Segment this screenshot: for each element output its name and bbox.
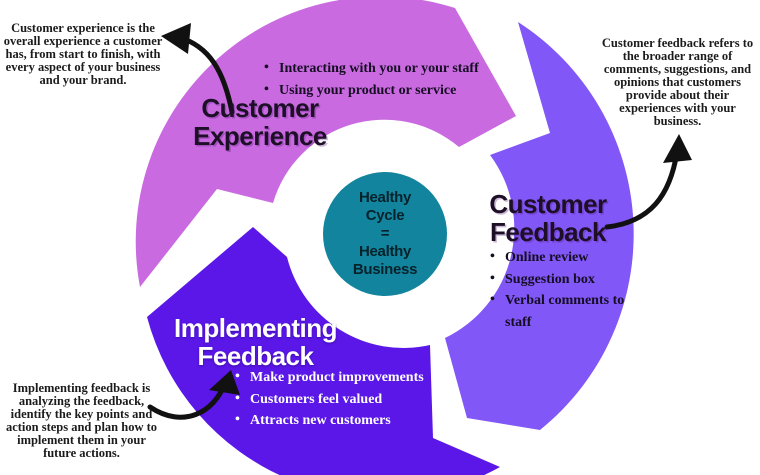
- center-line: Healthy: [358, 243, 412, 260]
- customer-experience-note: Customer experience is the overall exper…: [3, 21, 163, 87]
- arrow-to-implementing-title: [147, 380, 228, 420]
- arrow-to-feedback-note: [604, 149, 680, 230]
- customer-feedback-note: Customer feedback refers to the broader …: [601, 36, 754, 128]
- bullet-item: Attracts new customers: [233, 409, 468, 432]
- customer-experience-title: Customer Experience: [193, 93, 327, 152]
- customer-feedback-bullets: Online review Suggestion box Verbal comm…: [488, 246, 640, 334]
- center-line: =: [380, 225, 390, 242]
- center-line: Business: [352, 261, 418, 278]
- bullet-item: Interacting with you or your staff: [262, 57, 502, 80]
- center-circle-label: Healthy Cycle = Healthy Business: [325, 178, 445, 290]
- customer-experience-bullets: Interacting with you or your staff Using…: [262, 57, 502, 102]
- center-circle: [323, 172, 447, 296]
- bullet-item: Make product improvements: [233, 366, 468, 389]
- center-line: Cycle: [365, 207, 405, 224]
- implementing-feedback-bullets: Make product improvements Customers feel…: [233, 366, 468, 432]
- arrowhead-experience-note: [161, 23, 191, 54]
- center-line: Healthy: [358, 189, 412, 206]
- bullet-item: Customers feel valued: [233, 388, 468, 411]
- bullet-item: Verbal comments to staff: [488, 289, 640, 333]
- implementing-feedback-note: Implementing feedback is analyzing the f…: [5, 381, 158, 460]
- bullet-item: Online review: [488, 246, 640, 269]
- customer-feedback-title: Customer Feedback: [489, 189, 607, 248]
- implementing-feedback-title: Implementing Feedback: [173, 313, 338, 372]
- arrowhead-feedback-note: [663, 134, 692, 163]
- bullet-item: Suggestion box: [488, 268, 640, 291]
- bullet-item: Using your product or service: [262, 79, 502, 102]
